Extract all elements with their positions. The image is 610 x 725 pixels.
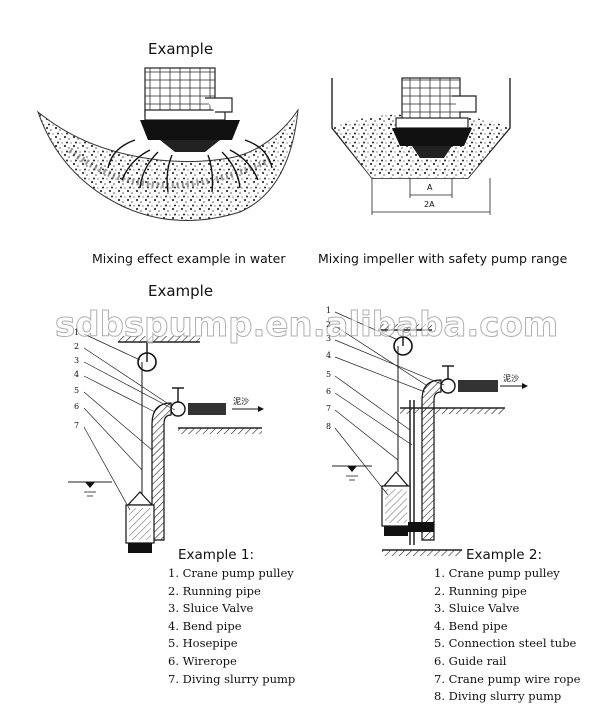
example2-title: Example 2:: [466, 547, 542, 563]
mixing-water-illustration: [36, 67, 299, 222]
example1-title: Example 1:: [178, 547, 254, 563]
flow-label-example1: 泥沙: [233, 397, 249, 406]
example2-item: 1. Crane pump pulley: [434, 566, 560, 580]
caption-mixing-water: Mixing effect example in water: [92, 251, 286, 266]
callout-1-number-1: 1: [74, 328, 80, 337]
callout-2-number-7: 7: [326, 404, 332, 413]
mixing-tank-illustration: [331, 77, 511, 215]
example1-item: 5. Hosepipe: [168, 636, 238, 651]
example1-item: 4. Bend pipe: [168, 618, 242, 633]
example1-part-list: 1. Crane pump pulley 2. Running pipe 3. …: [168, 565, 295, 688]
callout-2-number-5: 5: [326, 370, 332, 379]
example2-installation: [332, 311, 528, 556]
example1-item: 7. Diving slurry pump: [168, 671, 296, 686]
callout-1-number-4: 4: [74, 370, 80, 379]
callout-1-number-3: 3: [74, 356, 80, 365]
callout-2-number-3: 3: [326, 334, 332, 343]
example2-item: 5. Connection steel tube: [434, 636, 577, 651]
callout-2-number-1: 1: [326, 306, 332, 315]
dimension-label-2a: 2A: [424, 200, 435, 209]
flow-label-example2: 泥沙: [503, 374, 519, 383]
example2-item: 3. Sluice Valve: [434, 601, 520, 616]
callout-1-number-5: 5: [74, 386, 80, 395]
callout-2-number-2: 2: [326, 320, 332, 329]
example1-installation: [68, 333, 264, 553]
watermark-text: sdbspump.en.alibaba.com: [55, 305, 559, 346]
callout-1-number-6: 6: [74, 402, 80, 411]
heading-top-example: Example: [148, 40, 214, 58]
example2-item: 8. Diving slurry pump: [434, 689, 562, 704]
example2-item: 6. Guide rail: [434, 653, 507, 668]
callout-2-number-4: 4: [326, 351, 332, 360]
example2-item: 4. Bend pipe: [434, 618, 508, 633]
callout-2-number-6: 6: [326, 387, 332, 396]
example2-part-list: 1. Crane pump pulley 2. Running pipe 3. …: [434, 565, 580, 706]
example1-item: 3. Sluice Valve: [168, 601, 254, 616]
heading-middle-example: Example: [148, 282, 214, 300]
callout-1-number-7: 7: [74, 421, 80, 430]
example2-item: 7. Crane pump wire rope: [434, 671, 581, 686]
example1-item: 2. Running pipe: [168, 583, 261, 598]
example2-item: 2. Running pipe: [434, 583, 527, 598]
callout-1-number-2: 2: [74, 342, 80, 351]
example1-item: 6. Wirerope: [168, 653, 237, 668]
example1-item: 1. Crane pump pulley: [168, 566, 294, 580]
dimension-label-a: A: [427, 183, 433, 192]
callout-2-number-8: 8: [326, 422, 332, 431]
caption-mixing-impeller: Mixing impeller with safety pump range: [318, 251, 568, 266]
